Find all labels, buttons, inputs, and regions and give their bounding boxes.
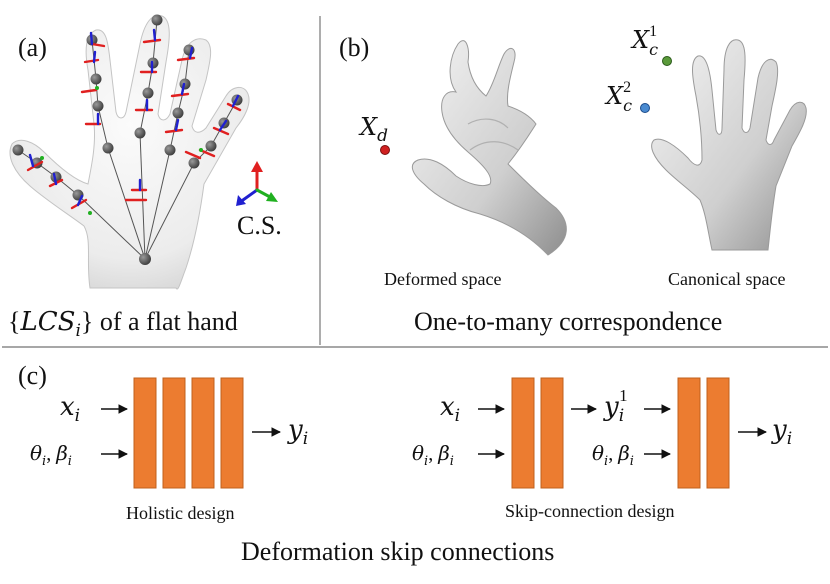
panel-a-label: (a) xyxy=(18,33,47,62)
skip-second-params: θi, βi xyxy=(592,441,634,469)
point-deformed xyxy=(380,145,390,155)
joint xyxy=(102,142,114,154)
skip-input-params: θi, βi xyxy=(412,441,454,469)
lcs-thumb-3 xyxy=(70,194,92,215)
joint xyxy=(183,44,195,56)
coordinate-system-label: C.S. xyxy=(237,211,282,240)
joint xyxy=(12,144,24,156)
panel-c-label: (c) xyxy=(18,361,47,390)
deformed-space-caption: Deformed space xyxy=(384,269,501,289)
lcs-index-4 xyxy=(84,112,102,126)
lcs-index-tip xyxy=(89,31,106,48)
point-canonical-1-label: Xc1 xyxy=(630,23,658,59)
skip-layer-block xyxy=(677,377,701,489)
canonical-hand-illustration xyxy=(651,39,807,251)
holistic-input-x: xi xyxy=(60,392,80,426)
point-canonical-2-label: Xc2 xyxy=(604,79,632,115)
joint xyxy=(151,14,163,26)
joint xyxy=(90,73,102,85)
joint xyxy=(142,87,154,99)
lcs-thumb-2 xyxy=(48,172,64,188)
lcs-pinky-4 xyxy=(184,150,202,160)
point-deformed-label: Xd xyxy=(358,113,388,146)
local-coordinate-axes xyxy=(26,28,242,215)
skip-layer-block xyxy=(540,377,564,489)
holistic-caption: Holistic design xyxy=(126,503,235,523)
joint xyxy=(172,107,184,119)
joint xyxy=(92,100,104,112)
canonical-hand-shape xyxy=(651,39,807,251)
lcs-pinky-tip xyxy=(226,94,242,112)
lcs-index-2 xyxy=(83,50,100,64)
skip-layer-block xyxy=(706,377,730,489)
skip-layer-block xyxy=(511,377,535,489)
deformed-hand-finger-curl xyxy=(467,118,519,151)
lcs-middle-3 xyxy=(134,98,154,112)
holistic-output-y: yi xyxy=(287,415,308,449)
joint xyxy=(164,144,176,156)
skip-mid-y: yi1 xyxy=(603,386,628,426)
deformed-hand-shape xyxy=(411,40,567,256)
lcs-middle-2 xyxy=(139,60,158,74)
holistic-input-params: θi, βi xyxy=(30,441,72,469)
lcs-index-3 xyxy=(80,86,99,94)
joint xyxy=(134,127,146,139)
skip-input-x: xi xyxy=(440,392,460,426)
lcs-pinky-3 xyxy=(198,148,216,158)
lcs-pinky-2 xyxy=(212,119,230,136)
point-canonical-2 xyxy=(640,103,650,113)
skip-connection-design: xi θi, βi yi1 θi, βi yi xyxy=(412,377,792,521)
lcs-ring-2 xyxy=(170,82,190,98)
skip-caption: Skip-connection design xyxy=(505,501,674,521)
skip-output-y: yi xyxy=(771,415,792,449)
canonical-space-caption: Canonical space xyxy=(668,269,785,289)
joint-root xyxy=(139,253,151,265)
panel-c: (c) xi θi, βi yi Holistic design xyxy=(18,361,792,566)
holistic-layer-block xyxy=(162,377,186,489)
lcs-thumb-tip xyxy=(26,153,44,172)
lcs-ring-3 xyxy=(164,118,184,134)
panel-c-caption: Deformation skip connections xyxy=(241,537,554,566)
joint xyxy=(205,140,217,152)
panel-b-caption: One-to-many correspondence xyxy=(414,307,722,336)
lcs-middle-tip xyxy=(142,28,162,44)
holistic-design: xi θi, βi yi Holistic design xyxy=(30,377,308,523)
panel-a-caption: {LCSi} of a flat hand xyxy=(8,307,238,341)
deformed-hand-illustration xyxy=(411,40,567,256)
panel-a: (a) xyxy=(8,14,282,341)
holistic-layer-block xyxy=(133,377,157,489)
coordinate-system-icon xyxy=(236,161,278,206)
holistic-layer-block xyxy=(191,377,215,489)
lcs-ring-tip xyxy=(176,46,196,62)
point-canonical-1 xyxy=(662,56,672,66)
hand-joints xyxy=(12,14,243,265)
holistic-layer-block xyxy=(220,377,244,489)
joint xyxy=(188,157,200,169)
lcs-middle-4 xyxy=(130,178,148,192)
panel-b-label: (b) xyxy=(339,33,369,62)
panel-b: (b) Xd Xc1 Xc2 Deformed space C xyxy=(339,23,807,336)
